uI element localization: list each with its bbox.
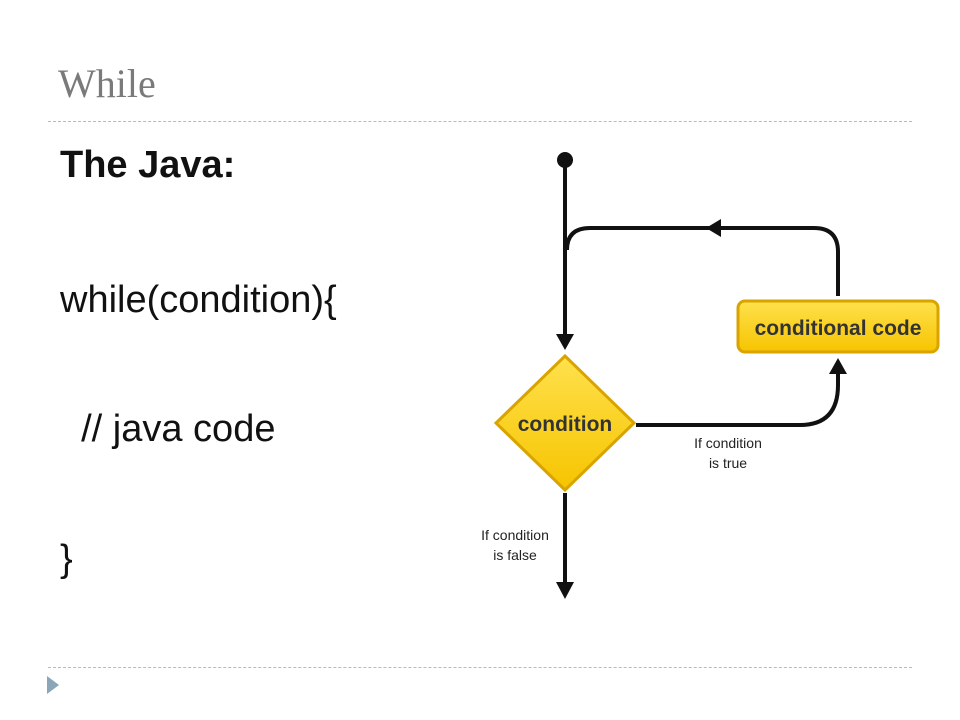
- code-line-comment: // java code: [60, 408, 276, 450]
- code-heading: The Java:: [60, 144, 236, 186]
- false-label-line-2: is false: [493, 547, 537, 563]
- true-path-arrow-icon: [829, 358, 847, 374]
- conditional-code-label: conditional code: [755, 317, 922, 340]
- entry-arrow-icon: [556, 334, 574, 350]
- code-line-while: while(condition){: [60, 279, 337, 321]
- bottom-divider: [48, 667, 912, 668]
- false-path-arrow-icon: [556, 582, 574, 599]
- condition-diamond: [493, 353, 637, 493]
- true-label-line-2: is true: [709, 455, 747, 471]
- triangle-right-icon: [47, 676, 59, 694]
- loop-back-arrow-icon: [706, 219, 721, 237]
- top-divider: [48, 121, 912, 122]
- start-dot: [557, 152, 573, 168]
- conditional-code-box: [736, 299, 940, 354]
- code-line-close-brace: }: [60, 538, 73, 580]
- true-label-line-1: If condition: [694, 435, 762, 451]
- condition-label: condition: [518, 413, 612, 436]
- true-path-line: [636, 372, 840, 427]
- false-label-line-1: If condition: [481, 527, 549, 543]
- loop-back-line: [565, 226, 840, 296]
- slide-title: While: [58, 61, 156, 106]
